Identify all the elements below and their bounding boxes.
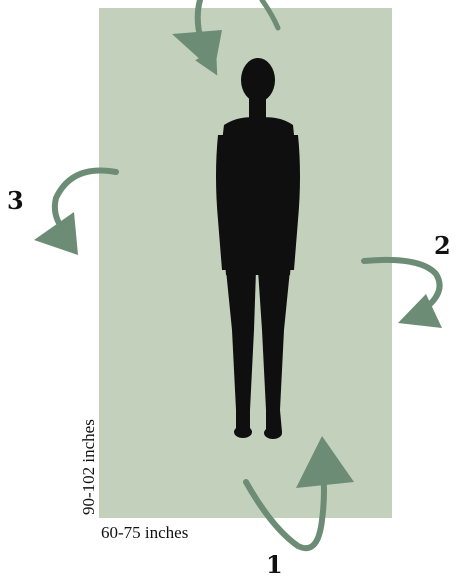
- mat-width-label: 60-75 inches: [101, 524, 188, 541]
- step-1-label: 1: [266, 553, 283, 577]
- step-3-label: 3: [7, 189, 24, 213]
- mat-length-label: 90-102 inches: [80, 419, 97, 515]
- step-2-label: 2: [434, 234, 451, 258]
